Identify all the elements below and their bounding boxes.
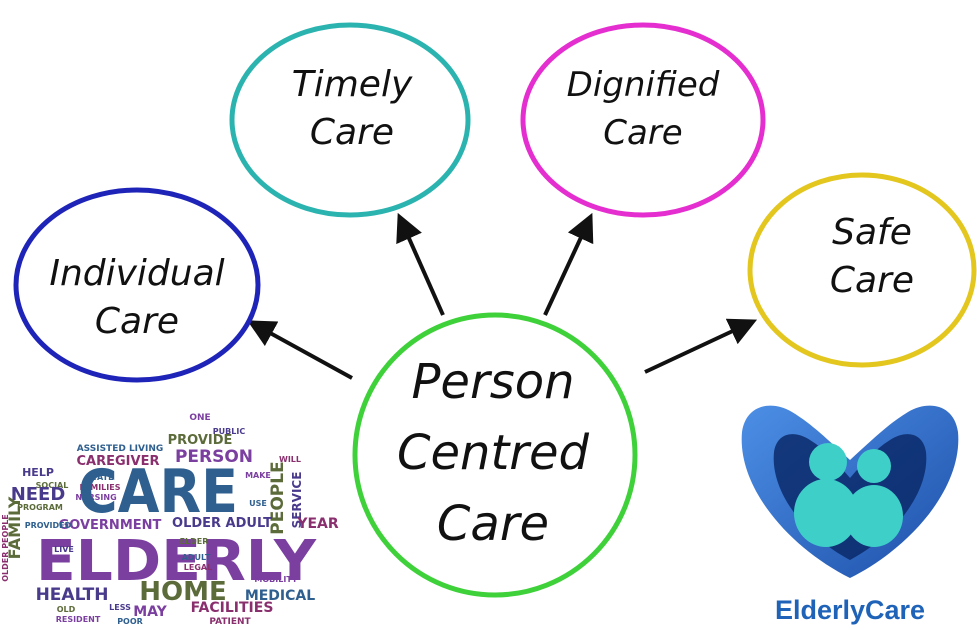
- cloud-word: USE: [249, 499, 267, 508]
- cloud-word: OLD: [57, 605, 76, 614]
- logo-brand-text: ElderlyCare: [775, 595, 925, 625]
- node-label-line-2: Care: [830, 260, 914, 301]
- cloud-word: MEDICAL: [245, 588, 315, 604]
- cloud-word: SOCIAL: [36, 481, 69, 490]
- node-dignified-care: Dignified Care: [520, 22, 766, 218]
- cloud-word: FAMILY: [5, 496, 24, 559]
- cloud-word: GOVERNMENT: [59, 518, 162, 533]
- center-label-line-3: Care: [437, 496, 549, 552]
- cloud-word: YEAR: [296, 516, 339, 532]
- node-label-line-2: Care: [310, 112, 394, 153]
- cloud-word: POOR: [117, 617, 143, 626]
- node-ring: [229, 22, 471, 218]
- cloud-word: PROVIDE: [168, 433, 233, 448]
- cloud-word: ADULT: [182, 553, 211, 562]
- arrow-to-safe: [644, 318, 758, 374]
- cloud-word: ONE: [189, 413, 210, 423]
- node-person-centred-care: Person Centred Care: [352, 312, 638, 598]
- cloud-word: PUBLIC: [213, 427, 246, 436]
- cloud-word: PROVIDED: [25, 521, 72, 530]
- node-label-line-1: Individual: [49, 253, 224, 294]
- cloud-word: LESS: [109, 603, 131, 612]
- cloud-word: HEALTH: [36, 585, 109, 605]
- center-ring: [352, 312, 638, 598]
- word-cloud-image: ONE PUBLIC PROVIDE ASSISTED LIVING CAREG…: [1, 413, 339, 627]
- node-timely-care: Timely Care: [229, 22, 471, 218]
- node-safe-care: Safe Care: [747, 172, 977, 368]
- cloud-word: HELP: [22, 466, 54, 479]
- cloud-word: LEGAL: [184, 563, 212, 572]
- cloud-word: SERVICE: [290, 472, 304, 529]
- cloud-word: FACILITIES: [191, 600, 274, 616]
- node-label-line-1: Dignified: [567, 65, 720, 105]
- cloud-word: OLDER PEOPLE: [1, 514, 10, 582]
- arrow-to-individual: [247, 320, 353, 380]
- node-label-line-2: Care: [603, 113, 682, 153]
- node-label-line-1: Safe: [832, 212, 912, 253]
- cloud-word: RESIDENT: [56, 615, 101, 624]
- cloud-word: PEOPLE: [268, 461, 288, 534]
- cloud-word: ASSISTED LIVING: [77, 444, 164, 454]
- node-ring: [13, 187, 261, 383]
- cloud-word: CARE: [78, 457, 238, 527]
- logo-brand-part-1: Elderly: [775, 595, 865, 625]
- people-icon: [794, 443, 903, 547]
- cloud-word: HOME: [139, 577, 227, 607]
- cloud-word: FAMILIES: [80, 483, 121, 492]
- cloud-word: NEED: [11, 484, 66, 505]
- cloud-word: NURSING: [75, 493, 116, 502]
- node-label-line-2: Care: [95, 301, 179, 342]
- cloud-word: ELDER: [180, 537, 209, 546]
- cloud-word: OLDER ADULT: [172, 516, 272, 531]
- center-label-line-1: Person: [411, 354, 574, 410]
- node-ring: [520, 22, 766, 218]
- cloud-word: PATIENT: [209, 617, 251, 627]
- cloud-word: WILL: [279, 455, 301, 464]
- cloud-word: LIVE: [54, 545, 74, 554]
- cloud-word: PERSON: [175, 447, 253, 467]
- arrows: [247, 212, 758, 380]
- center-label-line-2: Centred: [397, 425, 590, 481]
- cloud-word: MOBILITY: [254, 575, 297, 584]
- node-ring: [747, 172, 977, 368]
- cloud-word: STATE: [86, 473, 113, 482]
- elderly-care-logo: ElderlyCare: [741, 405, 959, 625]
- cloud-word: MAY: [133, 604, 167, 620]
- logo-brand-part-2: Care: [865, 595, 925, 625]
- arrow-to-timely: [396, 212, 445, 316]
- cloud-word: CAREGIVER: [77, 454, 160, 469]
- cloud-word: MAKE: [245, 471, 271, 480]
- arrow-to-dignified: [543, 212, 594, 316]
- cloud-word: ELDERLY: [36, 529, 318, 594]
- node-individual-care: Individual Care: [13, 187, 261, 383]
- node-label-line-1: Timely: [292, 64, 413, 105]
- cloud-word: PROGRAM: [17, 503, 63, 512]
